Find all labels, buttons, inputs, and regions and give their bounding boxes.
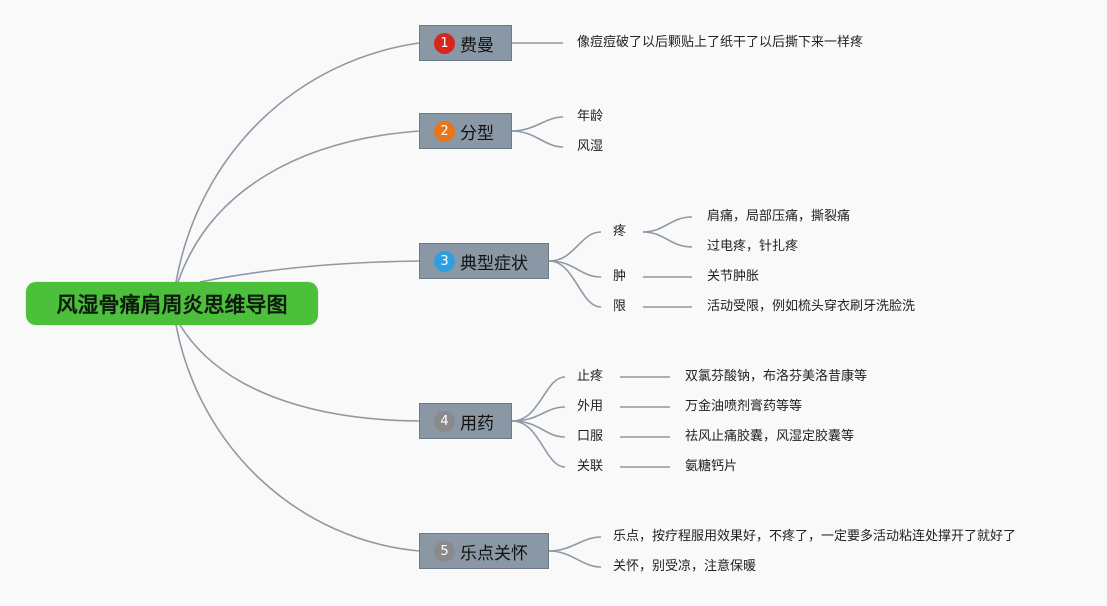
b5-connector-a xyxy=(548,536,602,552)
b2-connector-a xyxy=(511,116,564,132)
branch-medication[interactable]: 4 用药 xyxy=(419,403,512,439)
branch-label: 典型症状 xyxy=(460,253,528,274)
sub-topic[interactable]: 外用 xyxy=(577,399,604,414)
b4-connector-c xyxy=(511,420,566,438)
b4-connector-d xyxy=(511,420,566,468)
b3-sub-connector-b xyxy=(642,231,693,248)
leaf-node[interactable]: 关节肿胀 xyxy=(707,269,760,284)
leaf-node[interactable]: 肩痛，局部压痛，撕裂痛 xyxy=(707,209,851,224)
leaf-node[interactable]: 双氯芬酸钠，布洛芬美洛昔康等 xyxy=(685,369,868,384)
sub-topic[interactable]: 口服 xyxy=(577,429,604,444)
b3-sub-connector-a xyxy=(642,216,693,233)
b5-connector-b xyxy=(548,550,602,568)
leaf-node[interactable]: 乐点，按疗程服用效果好，不疼了，一定要多活动粘连处撑开了就好了 xyxy=(613,529,1017,544)
leaf-node[interactable]: 万金油喷剂膏药等等 xyxy=(685,399,803,414)
number-badge-4: 4 xyxy=(434,410,455,432)
root-connector-1 xyxy=(175,42,420,283)
branch-typical-symptoms[interactable]: 3 典型症状 xyxy=(419,243,549,279)
sub-topic[interactable]: 关联 xyxy=(577,459,604,474)
root-connector-2 xyxy=(177,130,420,283)
leaf-node[interactable]: 祛风止痛胶囊，风湿定胶囊等 xyxy=(685,429,855,444)
b3-connector-a xyxy=(548,231,602,262)
leaf-node[interactable]: 风湿 xyxy=(577,139,604,154)
sub-topic[interactable]: 疼 xyxy=(613,224,627,239)
branch-label: 分型 xyxy=(460,123,494,144)
branch-label: 费曼 xyxy=(460,35,494,56)
b4-connector-a xyxy=(511,376,566,422)
sub-topic[interactable]: 止疼 xyxy=(577,369,604,384)
b2-connector-b xyxy=(511,130,564,148)
leaf-node[interactable]: 活动受限，例如梳头穿衣刷牙洗脸洗 xyxy=(707,299,916,314)
leaf-node[interactable]: 氨糖钙片 xyxy=(685,459,738,474)
sub-topic[interactable]: 肿 xyxy=(613,269,627,284)
branch-label: 乐点关怀 xyxy=(460,543,528,564)
sub-topic[interactable]: 限 xyxy=(613,299,627,314)
leaf-node[interactable]: 过电疼，针扎疼 xyxy=(707,239,799,254)
leaf-node[interactable]: 年龄 xyxy=(577,109,604,124)
b3-connector-c xyxy=(548,260,602,308)
branch-care[interactable]: 5 乐点关怀 xyxy=(419,533,549,569)
root-connector-3 xyxy=(199,260,420,283)
branch-classification[interactable]: 2 分型 xyxy=(419,113,512,149)
number-badge-2: 2 xyxy=(434,120,455,142)
branch-feynman[interactable]: 1 费曼 xyxy=(419,25,512,61)
number-badge-5: 5 xyxy=(434,540,455,562)
root-connector-5 xyxy=(175,324,420,552)
number-badge-1: 1 xyxy=(434,32,455,54)
number-badge-3: 3 xyxy=(434,250,455,272)
leaf-node[interactable]: 像痘痘破了以后颗贴上了纸干了以后撕下来一样疼 xyxy=(577,35,864,50)
root-connector-4 xyxy=(179,324,420,422)
root-topic[interactable]: 风湿骨痛肩周炎思维导图 xyxy=(26,282,318,325)
leaf-node[interactable]: 关怀，别受凉，注意保暖 xyxy=(613,559,757,574)
branch-label: 用药 xyxy=(460,413,494,434)
